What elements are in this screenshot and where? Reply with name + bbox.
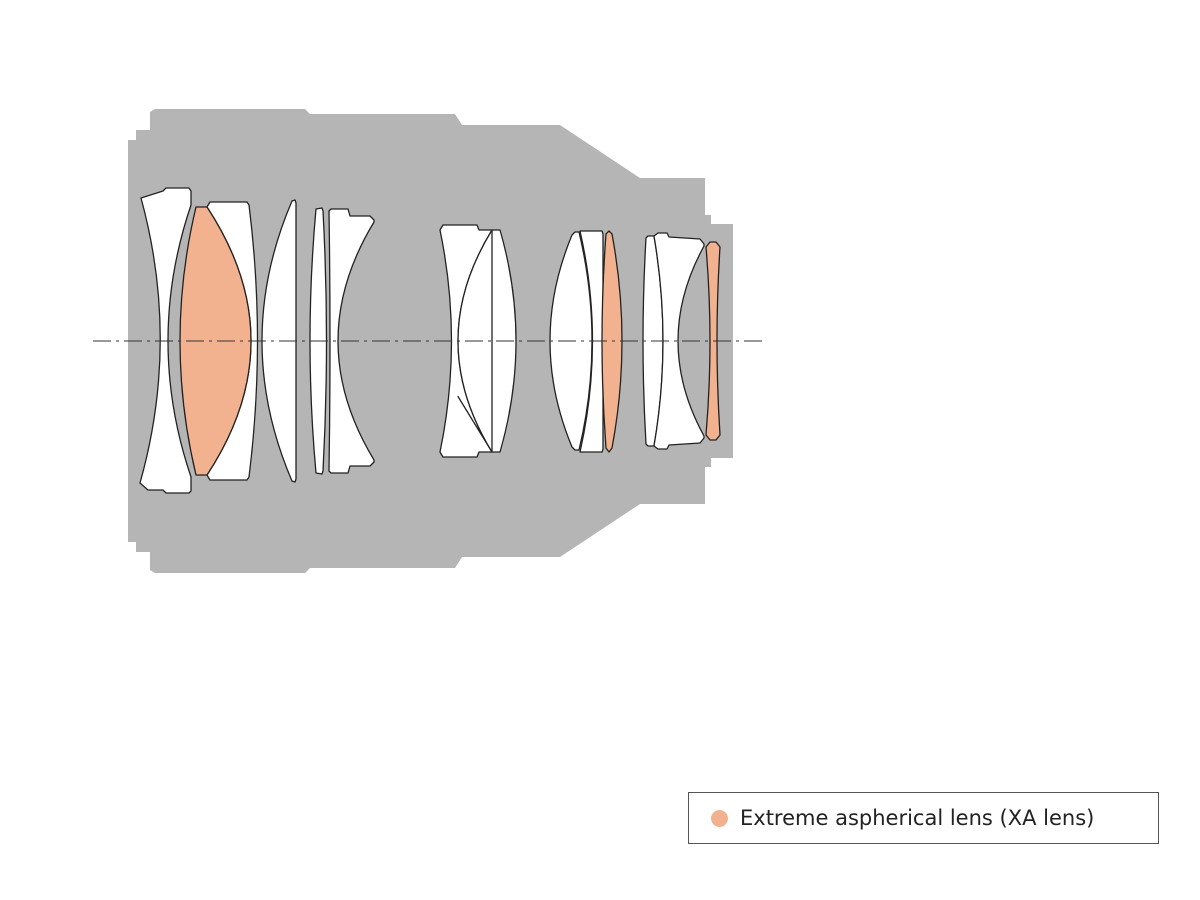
xa-lens-element-11	[601, 230, 623, 453]
lens-element-13	[653, 232, 705, 450]
lens-element-6	[328, 208, 375, 474]
xa-lens-swatch-icon	[711, 809, 728, 827]
legend-label: Extreme aspherical lens (XA lens)	[740, 806, 1095, 830]
lens-element-10	[579, 230, 604, 453]
lens-element-8	[457, 229, 517, 453]
lens-barrel	[128, 109, 733, 573]
xa-lens-element-2	[179, 206, 252, 476]
legend: Extreme aspherical lens (XA lens)	[688, 792, 1159, 844]
